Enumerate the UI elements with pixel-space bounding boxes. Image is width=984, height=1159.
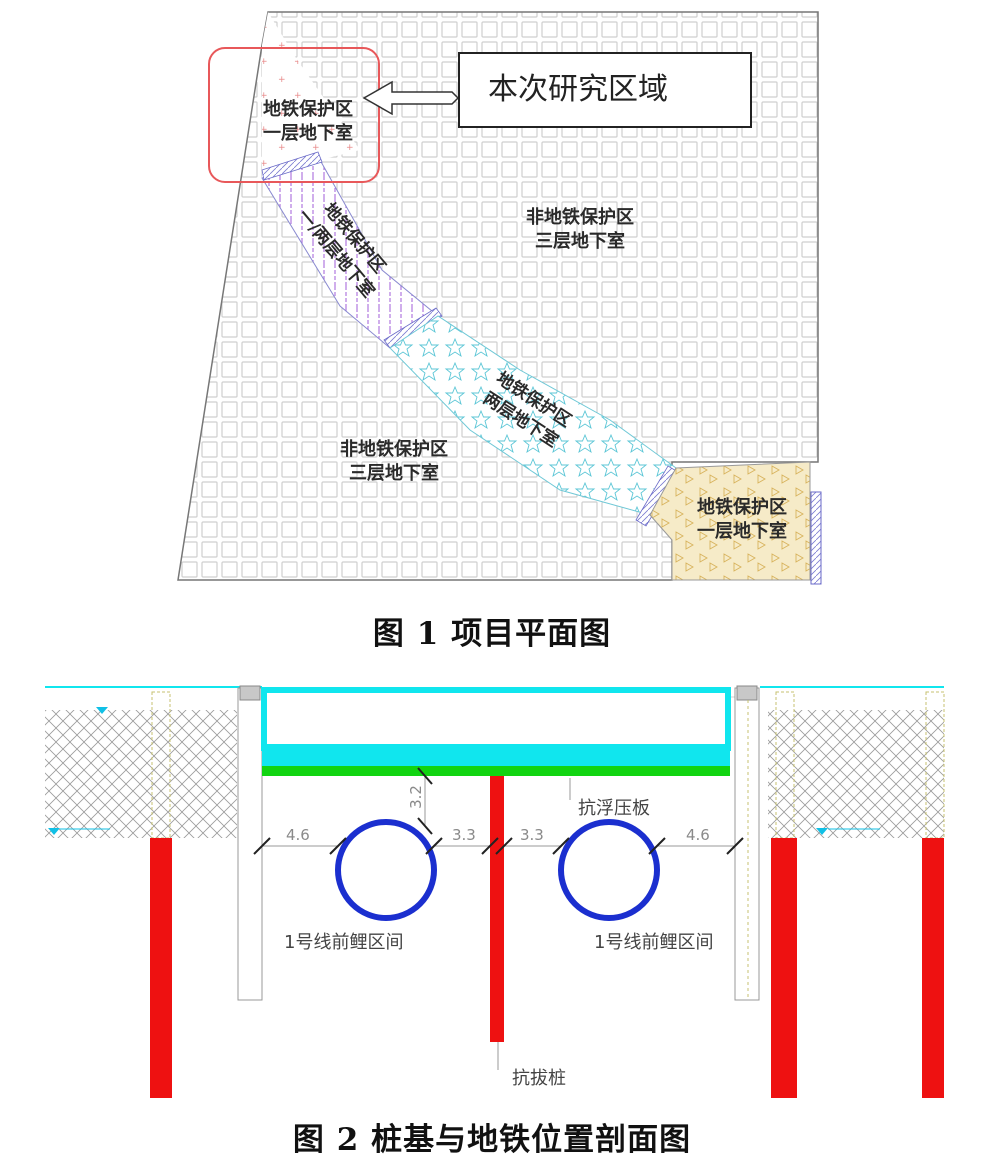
- retaining-wall-right: [734, 687, 760, 1001]
- figure2-caption: 图 2 桩基与地铁位置剖面图: [292, 1122, 692, 1158]
- transition-bar-2: [383, 307, 443, 349]
- site-plan: [177, 11, 822, 585]
- zone-label-left-lower: 非地铁保护区 三层地下室: [314, 438, 474, 486]
- right-edge-wall: [810, 491, 822, 585]
- zone-top-left: [262, 12, 360, 178]
- zone-label-line: 非地铁保护区: [526, 207, 634, 228]
- tunnel-left-label: 1号线前鲤区间: [284, 932, 404, 953]
- zone-label-line: 地铁保护区: [263, 99, 353, 120]
- tunnel-right: [558, 819, 660, 921]
- zone-label-right-upper: 非地铁保护区 三层地下室: [500, 206, 660, 254]
- soil-left: [45, 710, 237, 838]
- zone-label-line: 地铁保护区: [697, 497, 787, 518]
- transition-bar-1: [261, 151, 323, 181]
- zone-label-line: 三层地下室: [349, 463, 439, 484]
- anti-float-slab: [262, 766, 730, 776]
- tunnel-right-label: 1号线前鲤区间: [594, 932, 714, 953]
- zone-label-line: 非地铁保护区: [340, 439, 448, 460]
- figure1-caption: 图 1 项目平面图: [372, 616, 612, 652]
- zone-label-top-left: 地铁保护区 一层地下室: [238, 98, 378, 146]
- basement-slab: [262, 744, 730, 766]
- dim-label: 3.3: [520, 826, 544, 844]
- dim-label: 3.3: [452, 826, 476, 844]
- pile-right-inner: [771, 838, 797, 1098]
- zone-label-line: 三层地下室: [535, 231, 625, 252]
- callout-box: 本次研究区域: [458, 52, 752, 128]
- retaining-wall-left: [237, 687, 263, 1001]
- pile-right-outer: [922, 838, 944, 1098]
- soil-right: [768, 710, 944, 838]
- zone-bottom-right: [649, 461, 811, 581]
- dim-label: 3.2: [406, 785, 425, 809]
- zone-label-line: 一层地下室: [697, 521, 787, 542]
- pile-center: [490, 776, 504, 1042]
- slab-label: 抗浮压板: [578, 798, 650, 819]
- section-view: [45, 685, 945, 1098]
- dim-label: 4.6: [686, 826, 710, 844]
- zone-label-bottom-right: 地铁保护区 一层地下室: [672, 496, 812, 544]
- pile-label: 抗拔桩: [512, 1068, 566, 1089]
- basement-box: [261, 687, 731, 751]
- study-area-highlight: [208, 47, 380, 183]
- dim-label: 4.6: [286, 826, 310, 844]
- tunnel-left: [335, 819, 437, 921]
- pile-left-outer: [150, 838, 172, 1098]
- zone-label-line: 一层地下室: [263, 123, 353, 144]
